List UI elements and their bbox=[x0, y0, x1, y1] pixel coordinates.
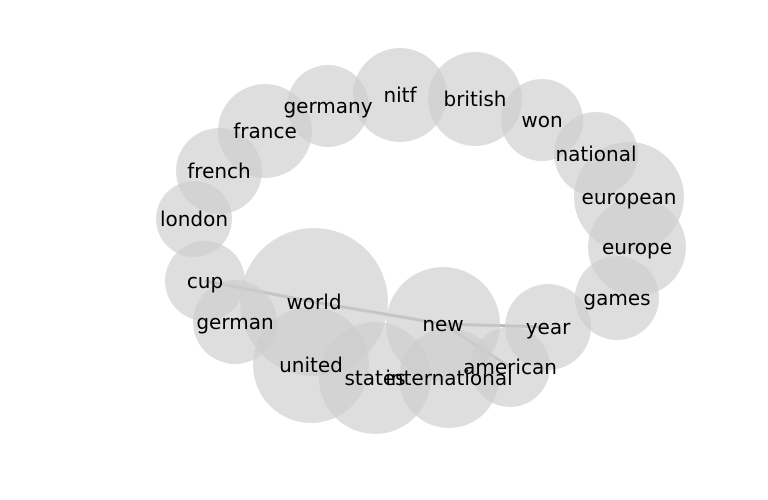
node-label-won: won bbox=[521, 108, 562, 132]
nodes-layer bbox=[156, 48, 686, 434]
node-label-france: france bbox=[233, 119, 297, 143]
node-label-year: year bbox=[526, 315, 571, 339]
node-label-french: french bbox=[187, 159, 250, 183]
node-label-world: world bbox=[286, 290, 341, 314]
node-label-new: new bbox=[422, 312, 463, 336]
labels-layer: worldunitednewstatesinternationaleuropea… bbox=[160, 83, 677, 390]
node-american bbox=[470, 327, 550, 407]
node-germany bbox=[287, 65, 369, 147]
node-label-london: london bbox=[160, 207, 228, 231]
node-london bbox=[156, 181, 232, 257]
node-label-national: national bbox=[555, 142, 636, 166]
node-label-american: american bbox=[463, 355, 557, 379]
node-label-states: states bbox=[344, 366, 405, 390]
node-label-european: european bbox=[582, 185, 677, 209]
node-label-europe: europe bbox=[602, 235, 672, 259]
node-label-british: british bbox=[444, 87, 507, 111]
node-label-germany: germany bbox=[283, 94, 372, 118]
node-british bbox=[428, 52, 522, 146]
node-label-nitf: nitf bbox=[383, 83, 417, 107]
node-states bbox=[319, 322, 431, 434]
node-label-games: games bbox=[583, 286, 650, 310]
node-cup bbox=[165, 241, 245, 321]
node-label-cup: cup bbox=[187, 269, 223, 293]
node-games bbox=[575, 256, 659, 340]
node-won bbox=[501, 79, 583, 161]
node-label-international: international bbox=[385, 366, 512, 390]
node-nitf bbox=[353, 48, 447, 142]
node-label-german: german bbox=[196, 310, 273, 334]
node-label-united: united bbox=[279, 353, 343, 377]
